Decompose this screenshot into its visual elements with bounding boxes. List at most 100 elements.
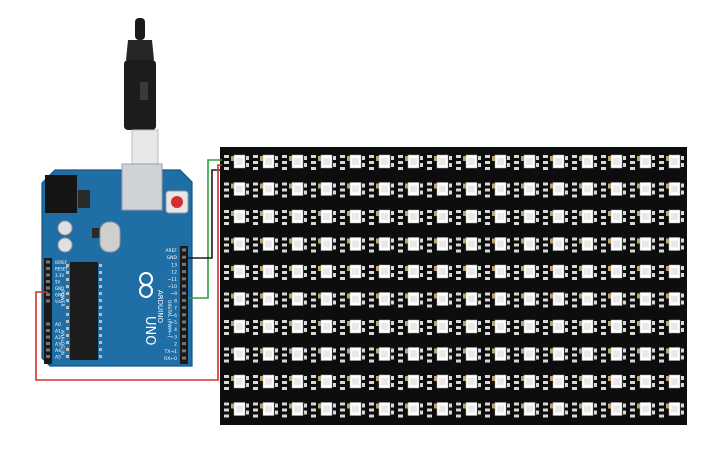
header-pin[interactable] — [182, 327, 186, 331]
header-pin[interactable] — [182, 342, 186, 346]
header-pin[interactable] — [182, 262, 186, 266]
header-pin[interactable] — [46, 348, 50, 352]
header-pin[interactable] — [46, 273, 50, 277]
led-pixel — [340, 402, 365, 418]
led-pixel — [427, 319, 452, 335]
header-pin[interactable] — [46, 355, 50, 358]
header-pin[interactable] — [46, 293, 50, 296]
power-pin-label: 5V — [55, 280, 61, 285]
header-pin[interactable] — [46, 280, 50, 283]
led-pixel — [485, 292, 510, 308]
led-pixel — [572, 374, 597, 390]
digital-pin-label: ~3 — [170, 334, 177, 340]
led-pixel — [572, 402, 597, 418]
header-pin[interactable] — [46, 260, 50, 264]
digital-pin-label: ~5 — [170, 320, 177, 326]
led-pixel — [369, 237, 394, 253]
led-pixel — [456, 154, 481, 170]
led-pixel — [224, 347, 249, 363]
led-pixel — [659, 374, 684, 390]
header-pin[interactable] — [182, 298, 186, 302]
digital-pin-label: 4 — [174, 327, 177, 333]
led-pixel — [514, 374, 539, 390]
led-pixel — [340, 292, 365, 308]
led-pixel — [659, 154, 684, 170]
digital-pin-label: ~11 — [168, 277, 178, 283]
led-pixel — [572, 209, 597, 225]
usb-cable — [124, 18, 159, 165]
led-pixel — [253, 237, 278, 253]
led-pixel — [369, 264, 394, 280]
led-pixel — [340, 209, 365, 225]
led-pixel — [659, 292, 684, 308]
chip-pin — [99, 271, 102, 274]
header-pin[interactable] — [46, 286, 50, 290]
led-pixel — [601, 237, 626, 253]
power-pin-label: GND — [55, 286, 64, 291]
header-pin[interactable] — [182, 306, 186, 310]
led-pixel — [543, 347, 568, 363]
led-pixel — [601, 319, 626, 335]
led-pixel — [282, 154, 307, 170]
led-pixel — [485, 154, 510, 170]
board-model: UNO — [142, 316, 157, 345]
led-pixel — [601, 374, 626, 390]
led-pixel — [514, 347, 539, 363]
power-pin-label: Vin — [55, 299, 62, 304]
led-pixel — [601, 402, 626, 418]
header-pin[interactable] — [182, 284, 186, 288]
header-pin[interactable] — [46, 335, 50, 339]
header-pin[interactable] — [46, 267, 50, 270]
led-pixel — [340, 154, 365, 170]
led-pixel — [311, 347, 336, 363]
led-pixel — [601, 264, 626, 280]
header-pin[interactable] — [182, 313, 186, 317]
led-pixel — [311, 182, 336, 198]
led-pixel — [340, 182, 365, 198]
atmega-chip — [70, 262, 98, 360]
led-pixel — [543, 319, 568, 335]
led-pixel — [253, 402, 278, 418]
chip-pin — [66, 271, 69, 274]
header-pin[interactable] — [182, 255, 186, 259]
led-pixel — [630, 154, 655, 170]
header-pin[interactable] — [182, 334, 186, 338]
led-pixel — [427, 237, 452, 253]
wire-gnd-black — [188, 169, 222, 259]
led-pixel — [369, 347, 394, 363]
chip-pin — [66, 299, 69, 302]
analog-pin-label: A1 — [55, 329, 61, 335]
header-pin[interactable] — [182, 277, 186, 281]
chip-pin — [66, 306, 69, 309]
led-pixel — [572, 319, 597, 335]
header-pin[interactable] — [182, 270, 186, 274]
header-pin[interactable] — [182, 356, 186, 360]
led-pixel — [282, 402, 307, 418]
header-pin[interactable] — [182, 320, 186, 324]
led-pixel — [543, 209, 568, 225]
header-pin[interactable] — [182, 349, 186, 353]
power-pin-label: GND — [55, 293, 64, 298]
led-pixel — [224, 402, 249, 418]
led-pixel — [398, 374, 423, 390]
led-pixel — [398, 237, 423, 253]
led-pixel — [427, 209, 452, 225]
led-pixel — [311, 209, 336, 225]
board-brand: ARDUINO — [156, 290, 164, 323]
led-pixel — [456, 374, 481, 390]
digital-pin-label: ~9 — [170, 291, 177, 297]
header-pin[interactable] — [182, 291, 186, 295]
led-pixel — [601, 182, 626, 198]
digital-pin-label: 12 — [171, 270, 177, 276]
led-pixel — [253, 264, 278, 280]
header-pin[interactable] — [46, 329, 50, 332]
power-pin-label: 3.3V — [55, 273, 64, 278]
header-pin[interactable] — [182, 248, 186, 252]
header-pin[interactable] — [46, 299, 50, 303]
header-pin[interactable] — [46, 322, 50, 326]
chip-pin — [99, 334, 102, 337]
header-pin[interactable] — [46, 342, 50, 345]
chip-pin — [99, 264, 102, 267]
led-pixel — [282, 319, 307, 335]
